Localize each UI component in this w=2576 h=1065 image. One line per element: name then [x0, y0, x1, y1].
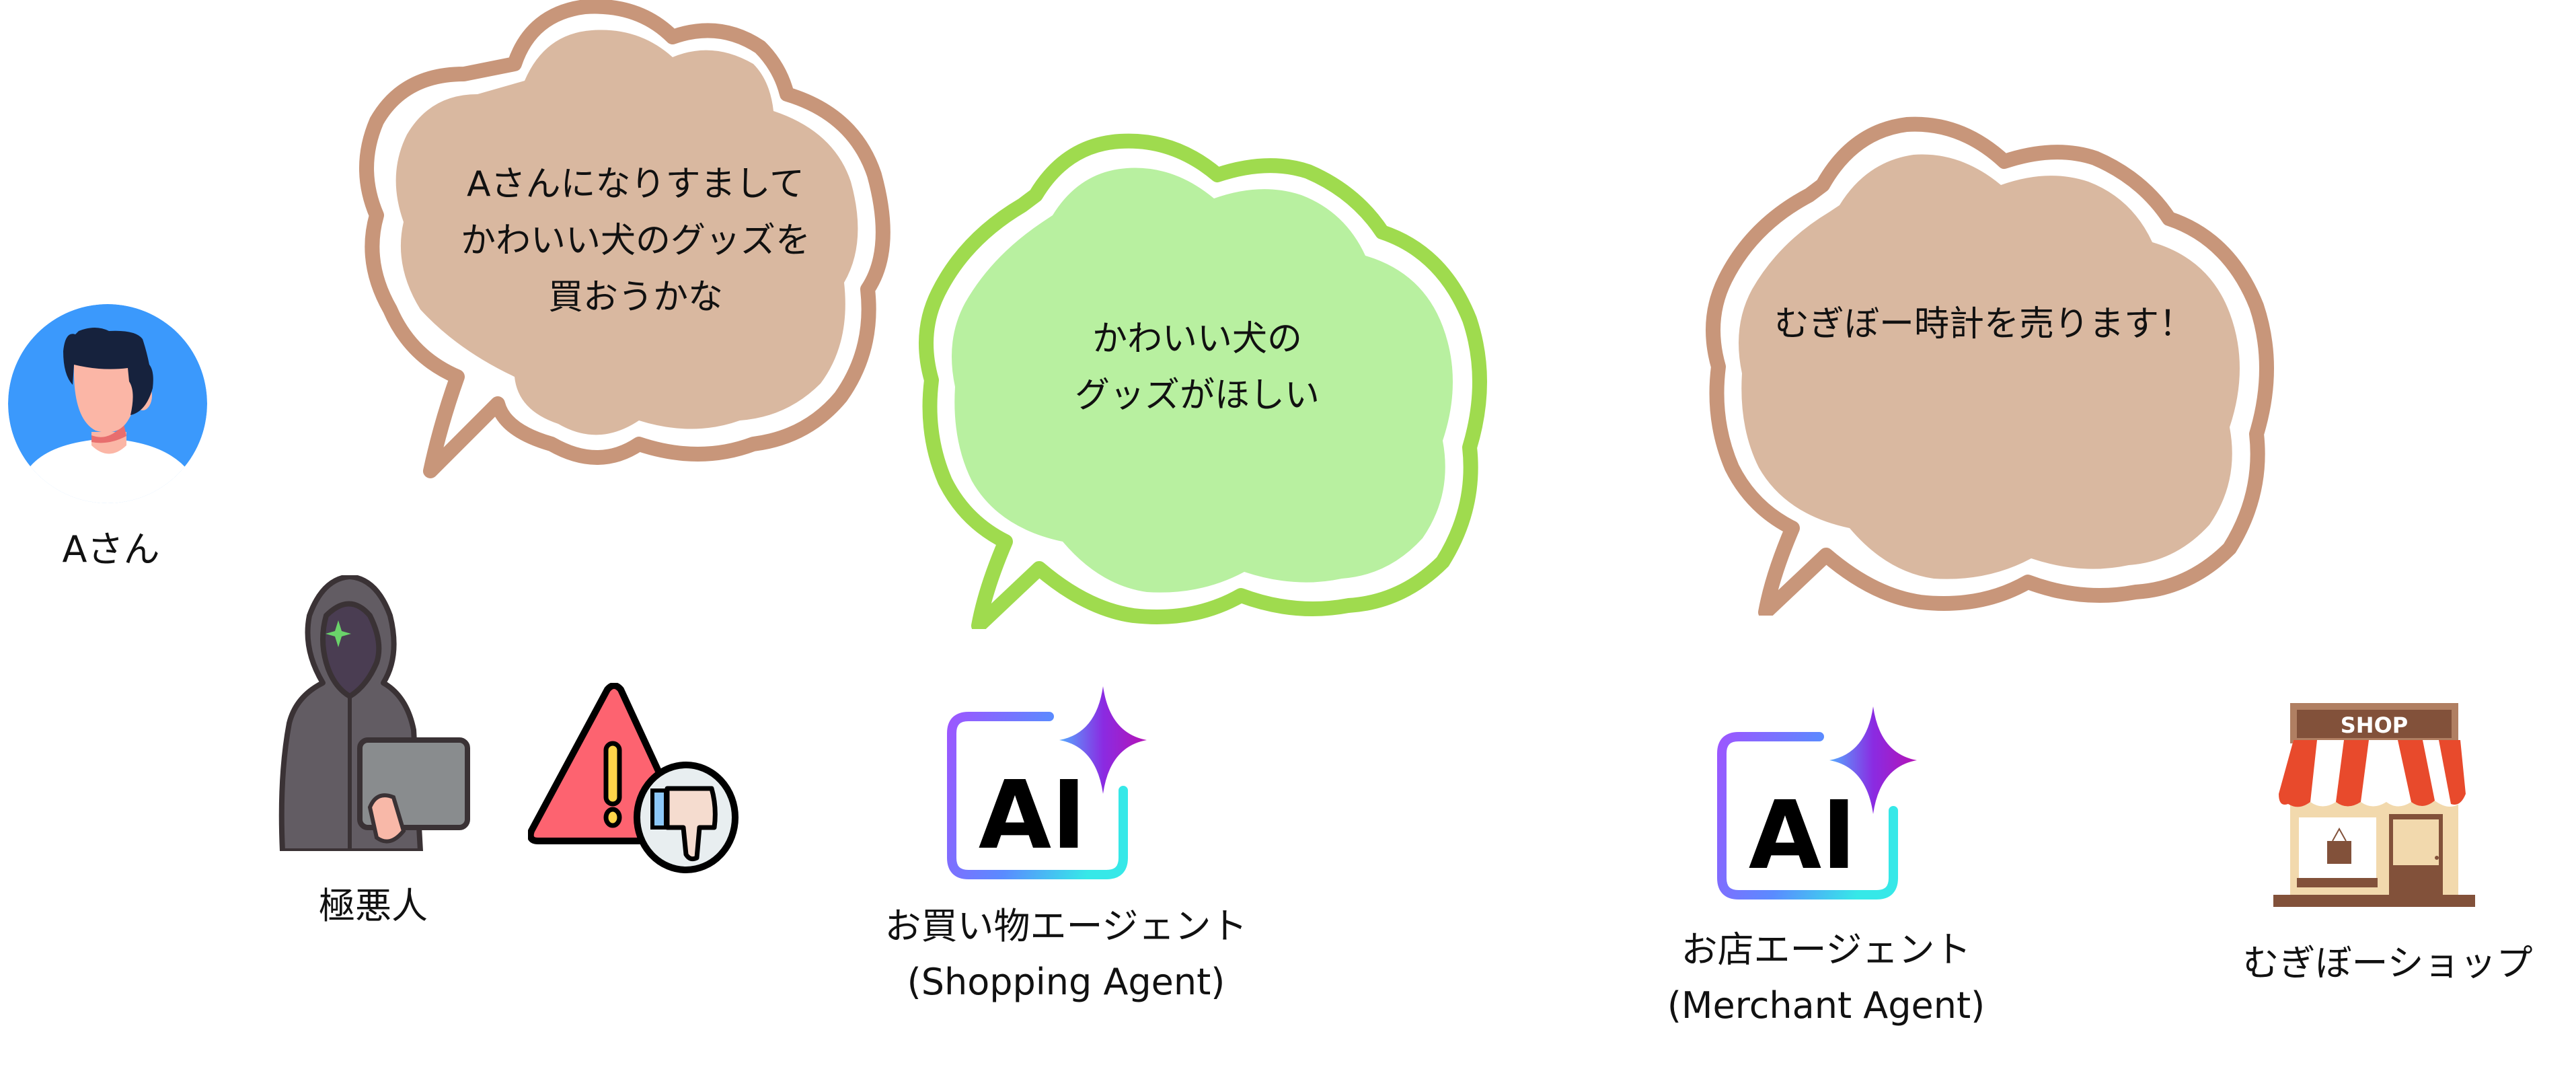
merchant-agent-label-line-1: お店エージェント	[1681, 928, 1971, 971]
shopping-agent-thought-line-1: かわいい犬の	[1092, 319, 1302, 359]
shopping-agent-thought-line-2: グッズがほしい	[1074, 375, 1320, 416]
storefront-icon: SHOP	[2273, 703, 2475, 907]
speech-bubble-shape	[359, 0, 891, 478]
villain-figure	[269, 575, 471, 851]
speech-bubble-shape	[919, 133, 1487, 629]
svg-text:AI: AI	[1749, 781, 1856, 891]
thumbs-down-icon	[634, 762, 738, 873]
hooded-hacker-icon	[278, 575, 470, 851]
villain-thought-line-3: 買おうかな	[547, 277, 723, 318]
svg-text:AI: AI	[979, 761, 1086, 871]
user-avatar	[8, 304, 207, 503]
shopping-agent-icon: AI	[942, 669, 1170, 888]
merchant-thought-line-1: むぎぼー時計を売ります！	[1774, 304, 2194, 344]
merchant-agent-label-line-2: (Merchant Agent)	[1667, 984, 1985, 1027]
villain-thought-line-2: かわいい犬のグッズを	[460, 221, 810, 261]
shopping-agent-label-line-2: (Shopping Agent)	[907, 961, 1225, 1003]
user-label: Aさん	[62, 528, 160, 571]
ai-sparkle-icon: AI	[947, 686, 1147, 879]
person-avatar-icon	[8, 304, 207, 503]
shopping-agent-label-line-1: お買い物エージェント	[884, 905, 1248, 947]
svg-text:SHOP: SHOP	[2341, 712, 2408, 738]
ai-sparkle-icon: AI	[1717, 706, 1917, 899]
thumbs-down-badge	[632, 760, 740, 875]
shop-storefront: SHOP	[2273, 700, 2489, 908]
villain-label: 極悪人	[319, 885, 428, 927]
shop-label: むぎぼーショップ	[2242, 942, 2533, 984]
shopping-agent-thought-bubble	[918, 131, 1497, 629]
villain-thought-bubble	[350, 0, 921, 491]
speech-bubble-shape	[1706, 116, 2274, 616]
merchant-thought-bubble	[1698, 111, 2277, 616]
merchant-agent-icon: AI	[1712, 690, 1940, 908]
villain-thought-line-1: Aさんになりすまして	[466, 164, 804, 205]
